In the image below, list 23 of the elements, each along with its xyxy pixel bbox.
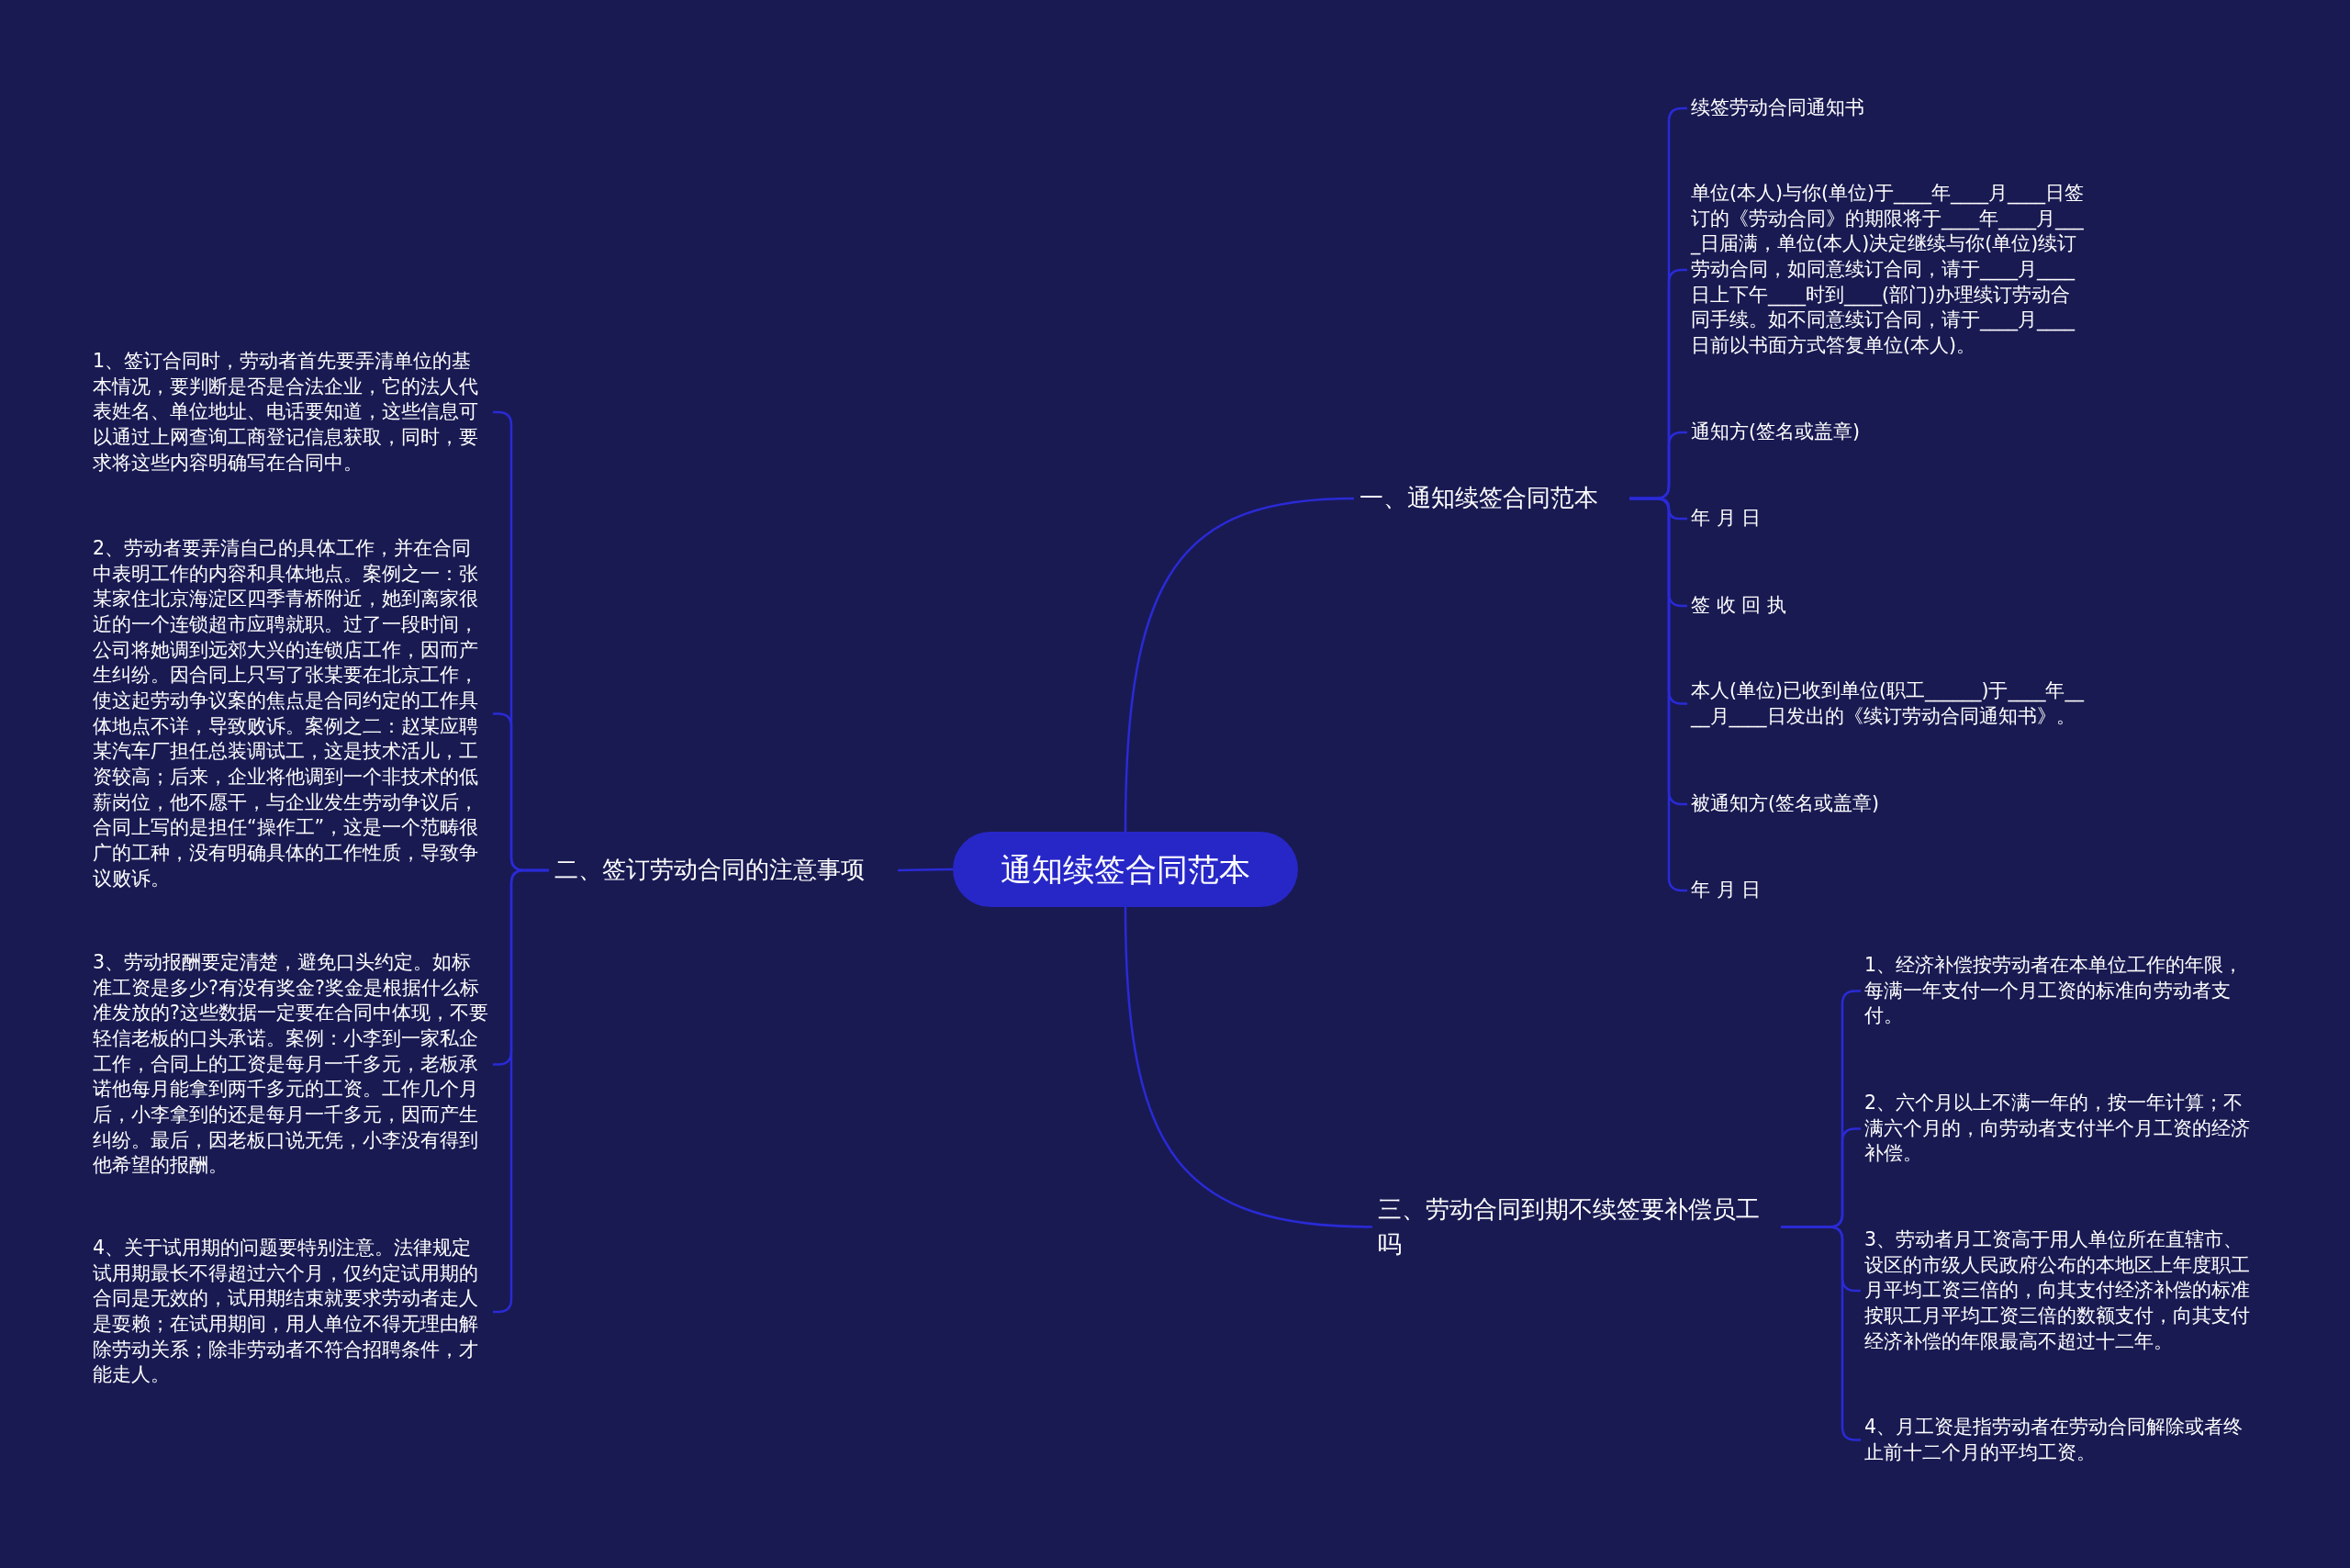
- topic-note: 4、月工资是指劳动者在劳动合同解除或者终止前十二个月的平均工资。: [1861, 1413, 2265, 1468]
- branch-topic: 三、劳动合同到期不续签要补偿员工吗: [1372, 1189, 1781, 1266]
- topic-note: 本人(单位)已收到单位(职工______)于____年____月____日发出的《续订劳动合同通知书》。: [1687, 677, 2091, 732]
- topic-note: 2、劳动者要弄清自己的具体工作，并在合同中表明工作的内容和具体地点。案例之一：张某家住北京海淀区四季青桥附近，她到离家很近的一个连锁超市应聘就职。过了一段时间，公司将她调到远郊大兴的连锁店工作，因而产生纠纷。因合同上只写了张某要在北京工作，使这起劳动争议案的焦点是合同约定的工作具体地点不详，导致败诉。案例之二：赵某应聘某汽车厂担任总装调试工，这是技术活儿，工资较高；后来，企业将他调到一个非技术的低薪岗位，他不愿干，与企业发生劳动争议后，合同上写的是担任“操作工”，这是一个范畴很广的工种，没有明确具体的工作性质，导致争议败诉。: [89, 534, 493, 894]
- connector-line: [897, 868, 954, 872]
- topic-note: 1、签订合同时，劳动者首先要弄清单位的基本情况，要判断是否是合法企业，它的法人代表姓名、单位地址、电话要知道，这些信息可以通过上网查询工商登记信息获取，同时，要求将这些内容明确写在合同中。: [89, 347, 493, 478]
- topic-note: 续签劳动合同通知书: [1687, 94, 2091, 123]
- branch-topic: 一、通知续签合同范本: [1354, 477, 1629, 520]
- connector-line: [1124, 906, 1373, 1228]
- topic-note: 3、劳动报酬要定清楚，避免口头约定。如标准工资是多少?有没有奖金?奖金是根据什么标准发放的?这些数据一定要在合同中体现，不要轻信老板的口头承诺。案例：小李到一家私企工作，合同上的工资是每月一千多元，老板承诺他每月能拿到两千多元的工资。工作几个月后，小李拿到的还是每月一千多元，因而产生纠纷。最后，因老板口说无凭，小李没有得到他希望的报酬。: [89, 948, 493, 1182]
- connector-line: [1124, 497, 1355, 833]
- central-topic-bubble: 通知续签合同范本: [953, 832, 1298, 907]
- branch-topic: 二、签订劳动合同的注意事项: [549, 849, 898, 891]
- topic-note: 1、经济补偿按劳动者在本单位工作的年限，每满一年支付一个月工资的标准向劳动者支付。: [1861, 951, 2265, 1031]
- topic-note: 被通知方(签名或盖章): [1687, 790, 2091, 819]
- topic-note: 3、劳动者月工资高于用人单位所在直辖市、设区的市级人民政府公布的本地区上年度职工月平均工资三倍的，向其支付经济补偿的标准按职工月平均工资三倍的数额支付，向其支付经济补偿的年限最高不超过十二年。: [1861, 1226, 2265, 1357]
- topic-note: 签 收 回 执: [1687, 591, 2091, 621]
- topic-note: 2、六个月以上不满一年的，按一年计算；不满六个月的，向劳动者支付半个月工资的经济补偿。: [1861, 1089, 2265, 1169]
- topic-note: 单位(本人)与你(单位)于____年____月____日签订的《劳动合同》的期限将于____年____月____日届满，单位(本人)决定继续与你(单位)续订劳动合同，如同意续订合同，请于____月____日上下午____时到____(部门)办理续订劳动合同手续。如不同意续订合同，请于____月____日前以书面方式答复单位(本人)。: [1687, 179, 2091, 361]
- topic-note: 4、关于试用期的问题要特别注意。法律规定试用期最长不得超过六个月，仅约定试用期的合同是无效的，试用期结束就要求劳动者走人是耍赖；在试用期间，用人单位不得无理由解除劳动关系；除非劳动者不符合招聘条件，才能走人。: [89, 1234, 493, 1391]
- topic-note: 年 月 日: [1687, 876, 2091, 905]
- topic-note: 通知方(签名或盖章): [1687, 418, 2091, 447]
- topic-note: 年 月 日: [1687, 504, 2091, 533]
